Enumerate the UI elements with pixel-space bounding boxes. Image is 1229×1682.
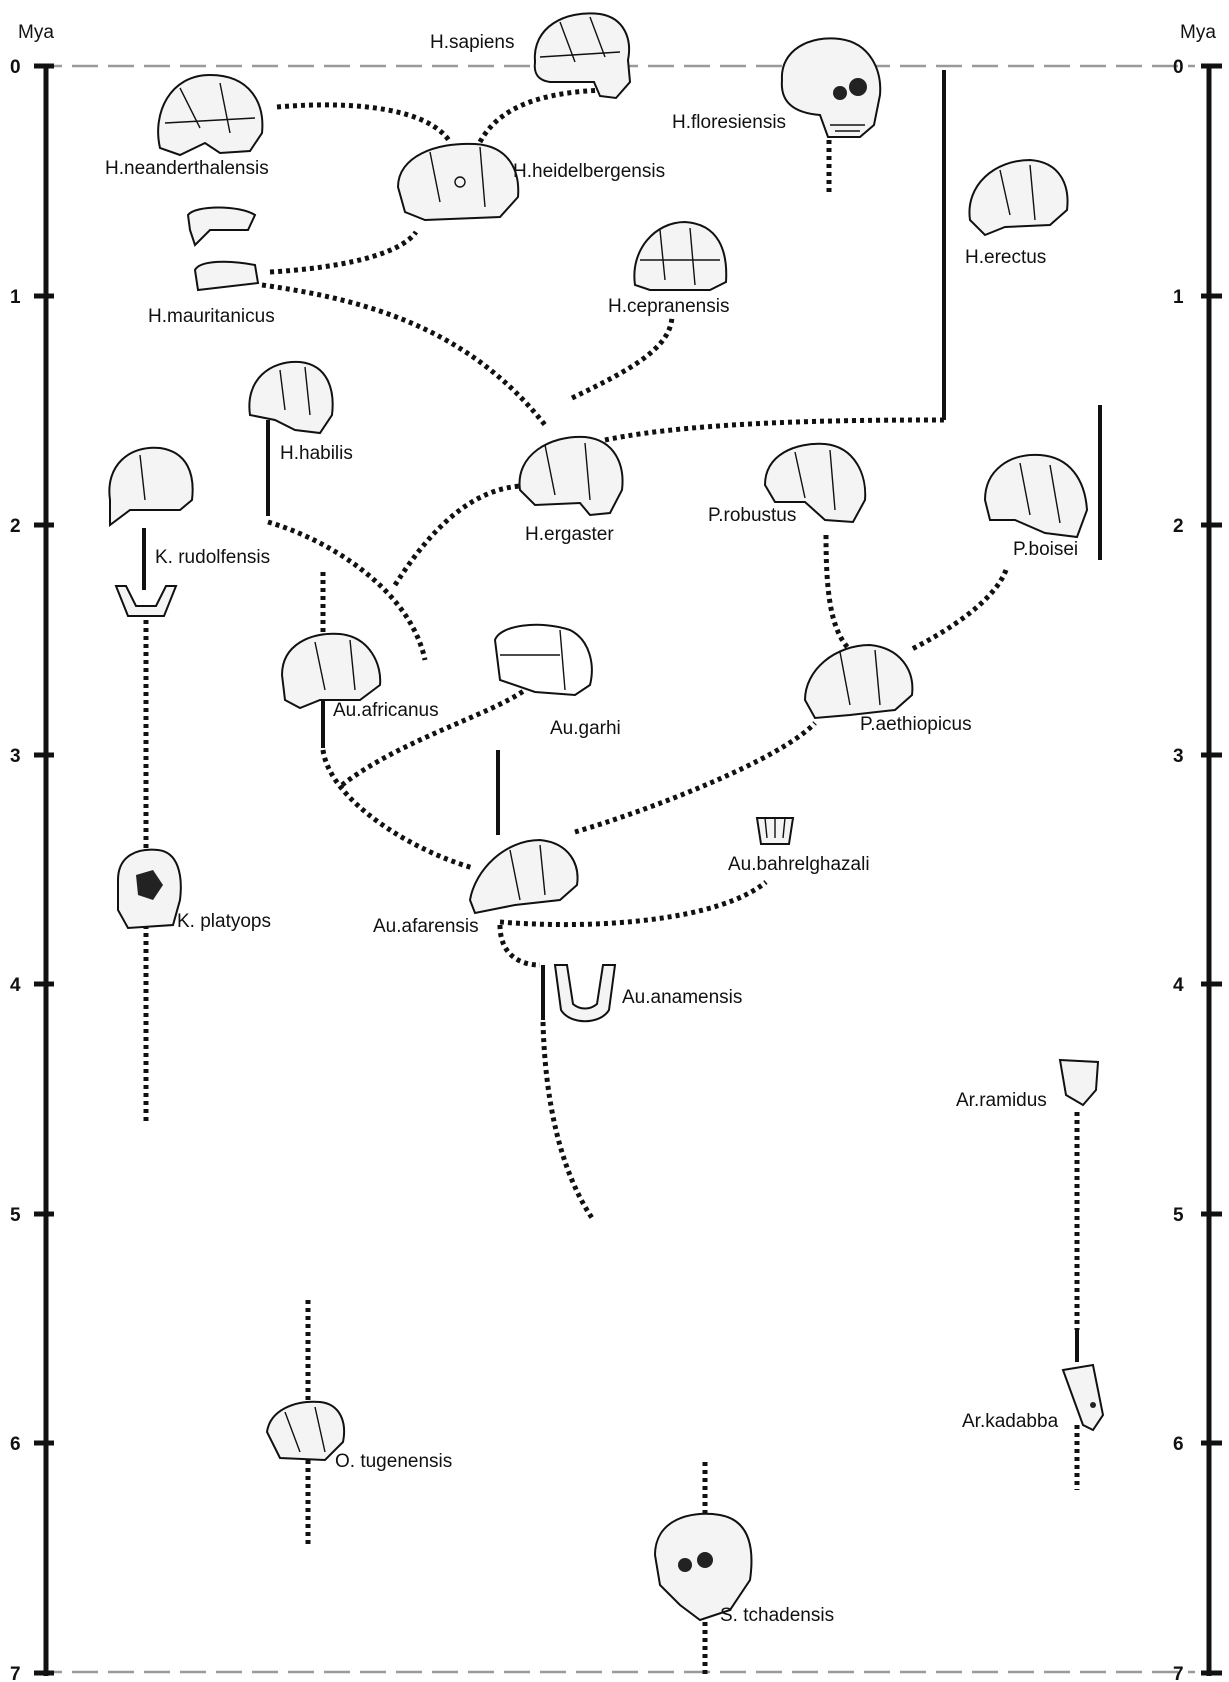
right-tick-4: 4	[1173, 975, 1184, 996]
left-tick-0: 0	[10, 57, 21, 78]
skull-h-ergaster	[518, 435, 624, 517]
skull-h-floresiensis	[780, 37, 882, 138]
skull-h-erectus	[968, 158, 1069, 237]
label-h-heidelbergensis: H.heidelbergensis	[513, 161, 665, 182]
skull-p-aethiopicus	[803, 643, 914, 720]
skull-s-tchadensis	[653, 1512, 753, 1622]
connector-mauritanicus-heidelbergensis	[269, 230, 419, 275]
left-tick-2: 2	[10, 516, 21, 537]
connector-afarensis-aethiopicus	[574, 721, 817, 835]
connector-heidelbergensis-sapiens	[477, 87, 606, 144]
left-axis: Mya 0 1 2 3 4 5 6 7	[10, 22, 54, 1682]
fragment-o-tugenensis	[265, 1400, 345, 1462]
connector-afarensis-garhi	[340, 687, 527, 787]
right-axis: Mya 0 1 2 3 4 5 6 7	[1173, 22, 1222, 1682]
label-h-sapiens: H.sapiens	[430, 32, 515, 53]
fragment-ar-kadabba	[1061, 1363, 1105, 1432]
connector-mauritanicus-ergaster	[261, 282, 547, 427]
right-tick-2: 2	[1173, 516, 1184, 537]
label-h-mauritanicus: H.mauritanicus	[148, 306, 275, 327]
skull-au-africanus	[280, 632, 382, 710]
skull-au-afarensis	[468, 838, 579, 915]
label-p-boisei: P.boisei	[1013, 539, 1078, 560]
right-tick-6: 6	[1173, 1434, 1184, 1455]
left-tick-3: 3	[10, 746, 21, 767]
skull-h-habilis	[248, 360, 334, 435]
label-au-garhi: Au.garhi	[550, 718, 621, 739]
label-s-tchadensis: S. tchadensis	[720, 1605, 834, 1626]
connector-afarensis-bahrelghazali	[499, 880, 768, 928]
species-labels: H.sapiens H.floresiensis H.neanderthalen…	[105, 32, 1078, 1626]
jaw-au-bahrelghazali	[755, 817, 795, 845]
skull-h-sapiens	[533, 12, 632, 100]
connector-afarensis-africanus	[320, 749, 474, 871]
label-au-africanus: Au.africanus	[333, 700, 439, 721]
skull-k-rudolfensis	[108, 446, 194, 527]
label-h-neanderthalensis: H.neanderthalensis	[105, 158, 269, 179]
connector-neanderthal-heidelbergensis	[276, 102, 453, 144]
right-axis-unit: Mya	[1180, 22, 1216, 43]
label-ar-ramidus: Ar.ramidus	[956, 1090, 1047, 1111]
skull-p-boisei	[983, 453, 1089, 539]
skull-h-cepranensis	[633, 220, 728, 291]
label-au-bahrelghazali: Au.bahrelghazali	[728, 854, 870, 875]
skull-p-robustus	[763, 442, 867, 524]
left-axis-unit: Mya	[18, 22, 54, 43]
skull-k-platyops	[117, 848, 182, 930]
label-h-habilis: H.habilis	[280, 443, 353, 464]
skull-h-neanderthalensis	[157, 73, 264, 157]
label-ar-kadabba: Ar.kadabba	[962, 1411, 1059, 1432]
right-tick-5: 5	[1173, 1205, 1184, 1226]
label-au-afarensis: Au.afarensis	[373, 916, 479, 937]
right-tick-1: 1	[1173, 287, 1184, 308]
connector-habilis	[267, 519, 428, 661]
connector-ergaster-erectus	[604, 417, 945, 443]
label-p-aethiopicus: P.aethiopicus	[860, 714, 972, 735]
label-p-robustus: P.robustus	[708, 505, 796, 526]
right-tick-0: 0	[1173, 57, 1184, 78]
left-tick-7: 7	[10, 1664, 21, 1682]
label-k-platyops: K. platyops	[177, 911, 271, 932]
label-h-ergaster: H.ergaster	[525, 524, 614, 545]
connector-afarensis-ergaster	[392, 483, 521, 587]
label-h-erectus: H.erectus	[965, 247, 1046, 268]
label-au-anamensis: Au.anamensis	[622, 987, 742, 1008]
jaw-k-rudolfensis	[114, 585, 178, 617]
jaw-au-anamensis	[553, 964, 617, 1023]
left-tick-5: 5	[10, 1205, 21, 1226]
label-o-tugenensis: O. tugenensis	[335, 1451, 452, 1472]
label-h-cepranensis: H.cepranensis	[608, 296, 729, 317]
left-tick-1: 1	[10, 287, 21, 308]
skull-au-garhi	[493, 623, 593, 697]
label-h-floresiensis: H.floresiensis	[672, 112, 786, 133]
connector-robustus-aethiopicus	[823, 534, 852, 652]
left-tick-4: 4	[10, 975, 21, 996]
right-tick-7: 7	[1173, 1664, 1184, 1682]
fragment-ar-ramidus	[1058, 1058, 1100, 1107]
connector-boisei-aethiopicus	[908, 569, 1009, 653]
right-tick-3: 3	[1173, 746, 1184, 767]
connector-anamensis-lower	[540, 1021, 595, 1220]
left-tick-6: 6	[10, 1434, 21, 1455]
skull-h-mauritanicus	[186, 206, 260, 292]
skull-h-heidelbergensis	[396, 142, 520, 222]
connector-cepranensis	[570, 314, 675, 401]
connector-afarensis-anamensis	[497, 924, 541, 968]
label-k-rudolfensis: K. rudolfensis	[155, 547, 270, 568]
